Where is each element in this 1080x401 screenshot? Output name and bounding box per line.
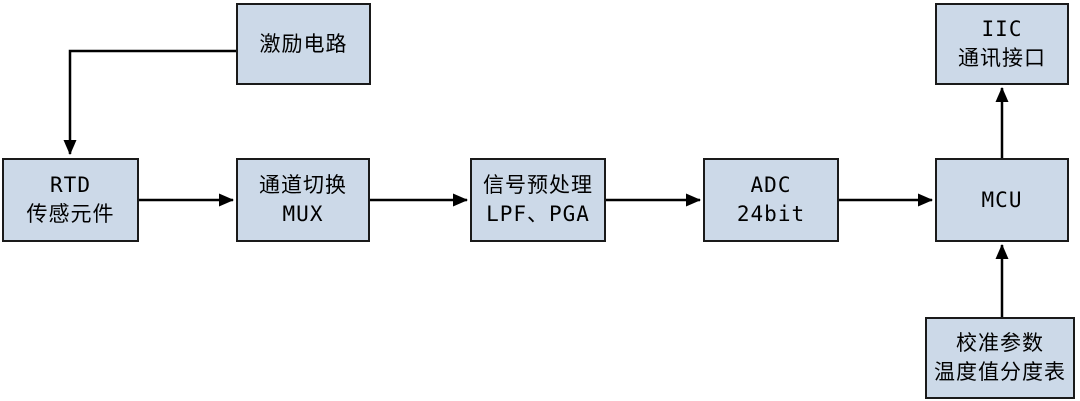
node-iic-interface: IIC 通讯接口: [935, 3, 1069, 85]
node-calib-label-line2: 温度值分度表: [934, 360, 1066, 384]
node-rtd-sensor: RTD 传感元件: [2, 158, 139, 242]
node-adc-label-line2: 24bit: [736, 202, 806, 226]
node-rtd-label-line2: 传感元件: [26, 202, 115, 226]
node-adc-label-line1: ADC: [750, 173, 792, 197]
node-calibration-table: 校准参数 温度值分度表: [925, 317, 1075, 399]
node-preproc-label-line2: LPF、PGA: [486, 202, 590, 226]
node-iic-label-line1: IIC: [981, 17, 1023, 41]
node-preproc-label-line1: 信号预处理: [483, 173, 593, 197]
node-calib-label-line1: 校准参数: [956, 331, 1044, 355]
node-mux-label-line2: MUX: [282, 202, 324, 226]
node-mcu-label: MCU: [981, 187, 1023, 212]
node-excitation-circuit: 激励电路: [236, 3, 371, 85]
node-rtd-label-line1: RTD: [50, 173, 91, 197]
node-channel-mux: 通道切换 MUX: [236, 158, 370, 242]
node-excitation-label: 激励电路: [259, 31, 348, 56]
node-mux-label-line1: 通道切换: [259, 173, 347, 197]
node-signal-preprocessing: 信号预处理 LPF、PGA: [470, 158, 606, 242]
node-mcu: MCU: [935, 158, 1069, 242]
node-iic-label-line2: 通讯接口: [958, 46, 1046, 70]
connector-excitation-to-rtd: [63, 49, 236, 155]
node-adc: ADC 24bit: [703, 158, 839, 242]
